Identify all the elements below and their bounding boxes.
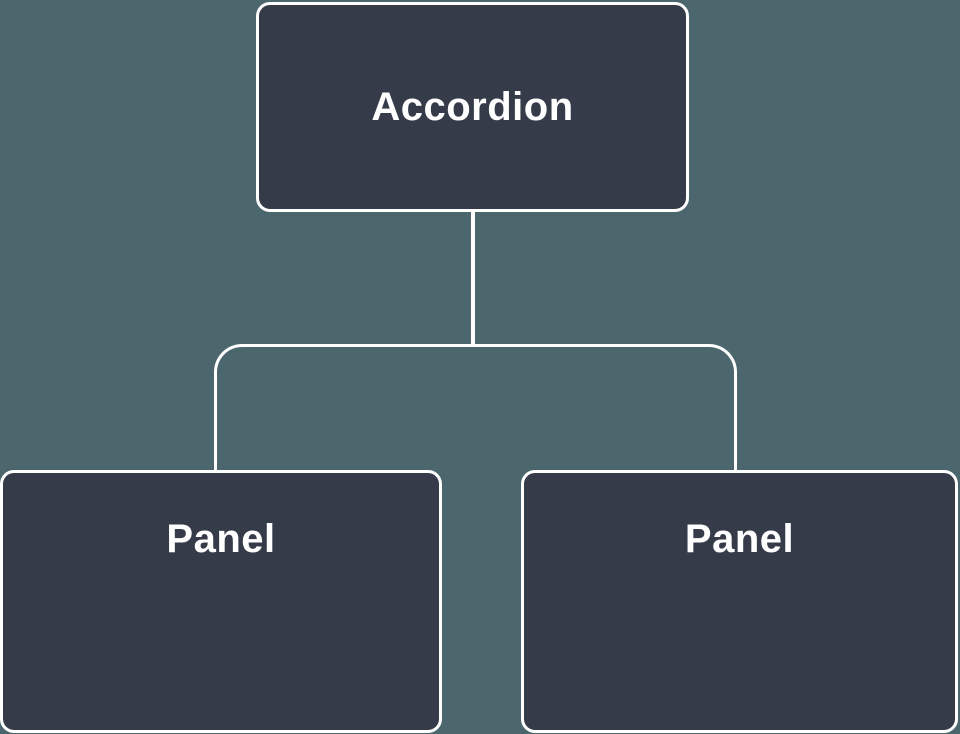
accordion-node: Accordion bbox=[256, 2, 689, 212]
panel-node-inactive: Panel isActive false bbox=[521, 470, 958, 733]
tree-branch-connector bbox=[214, 344, 737, 470]
panel-node-label: Panel bbox=[166, 517, 276, 561]
tree-stem-line bbox=[471, 211, 475, 347]
accordion-node-label: Accordion bbox=[371, 84, 574, 129]
panel-node-active: Panel isActive true bbox=[0, 470, 442, 733]
panel-node-label: Panel bbox=[684, 517, 795, 561]
